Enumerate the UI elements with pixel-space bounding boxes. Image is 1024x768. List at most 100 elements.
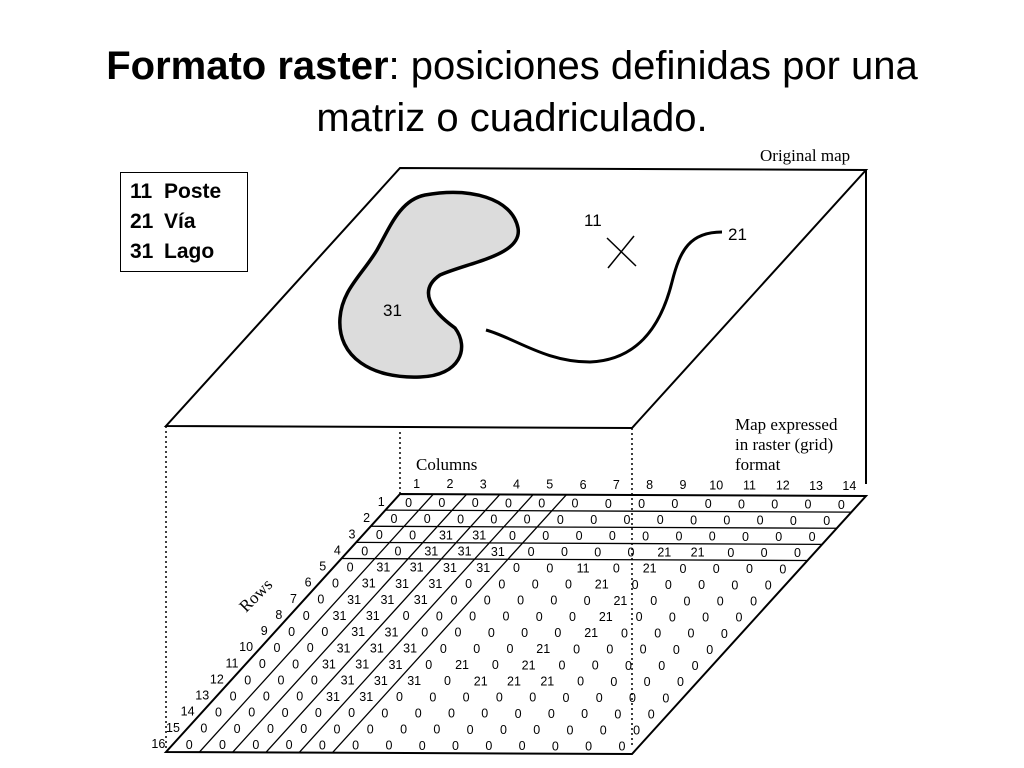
grid-cell-value: 0 bbox=[838, 498, 845, 512]
grid-cell-value: 0 bbox=[581, 707, 588, 721]
grid-cell-value: 0 bbox=[673, 643, 680, 657]
grid-cell-value: 0 bbox=[400, 723, 407, 737]
grid-cell-value: 0 bbox=[396, 690, 403, 704]
row-number: 16 bbox=[151, 737, 165, 751]
grid-cell-value: 0 bbox=[286, 738, 293, 752]
grid-cell-value: 0 bbox=[444, 674, 451, 688]
row-number: 9 bbox=[261, 624, 268, 638]
grid-cell-value: 0 bbox=[485, 739, 492, 753]
grid-cell-value: 21 bbox=[455, 658, 469, 672]
grid-cell-value: 0 bbox=[348, 706, 355, 720]
grid-cell-value: 0 bbox=[472, 496, 479, 510]
grid-cell-value: 31 bbox=[359, 690, 373, 704]
grid-cell-value: 0 bbox=[590, 513, 597, 527]
grid-cell-value: 0 bbox=[662, 691, 669, 705]
legend-code: 11 bbox=[130, 180, 153, 203]
grid-cell-value: 0 bbox=[200, 722, 207, 736]
grid-cell-value: 0 bbox=[717, 594, 724, 608]
grid-cell-value: 0 bbox=[296, 690, 303, 704]
grid-cell-value: 0 bbox=[415, 706, 422, 720]
grid-cell-value: 21 bbox=[657, 546, 671, 560]
grid-cell-value: 0 bbox=[321, 625, 328, 639]
grid-cell-value: 0 bbox=[300, 722, 307, 736]
grid-cell-value: 0 bbox=[473, 642, 480, 656]
column-gridline bbox=[232, 493, 468, 753]
grid-cell-value: 0 bbox=[713, 562, 720, 576]
grid-cell-value: 31 bbox=[351, 625, 365, 639]
column-number: 7 bbox=[613, 478, 620, 492]
grid-cell-value: 0 bbox=[609, 529, 616, 543]
grid-cell-value: 11 bbox=[577, 561, 590, 575]
grid-cell-value: 0 bbox=[259, 657, 266, 671]
grid-cell-value: 0 bbox=[731, 578, 738, 592]
grid-cell-value: 0 bbox=[721, 627, 728, 641]
grid-cell-value: 0 bbox=[524, 513, 531, 527]
grid-cell-value: 0 bbox=[496, 691, 503, 705]
row-number: 12 bbox=[210, 672, 224, 686]
grid-cell-value: 21 bbox=[522, 658, 536, 672]
grid-cell-value: 0 bbox=[671, 497, 678, 511]
grid-cell-value: 0 bbox=[642, 529, 649, 543]
grid-cell-value: 0 bbox=[452, 739, 459, 753]
column-number: 13 bbox=[809, 479, 823, 493]
grid-cell-value: 0 bbox=[658, 659, 665, 673]
grid-cell-value: 0 bbox=[529, 691, 536, 705]
grid-cell-value: 31 bbox=[491, 545, 505, 559]
grid-cell-value: 0 bbox=[548, 707, 555, 721]
grid-cell-value: 31 bbox=[333, 609, 347, 623]
grid-cell-value: 0 bbox=[572, 497, 579, 511]
grid-cell-value: 0 bbox=[742, 530, 749, 544]
row-number: 11 bbox=[225, 656, 238, 670]
column-gridline bbox=[198, 493, 434, 753]
grid-cell-value: 0 bbox=[513, 561, 520, 575]
grid-cell-value: 0 bbox=[307, 641, 314, 655]
grid-cell-value: 0 bbox=[550, 594, 557, 608]
row-gridline bbox=[370, 525, 837, 529]
row-number: 13 bbox=[195, 689, 209, 703]
grid-cell-value: 0 bbox=[455, 626, 462, 640]
grid-cell-value: 0 bbox=[433, 723, 440, 737]
grid-cell-value: 21 bbox=[507, 674, 521, 688]
grid-cell-value: 21 bbox=[536, 642, 550, 656]
grid-cell-value: 31 bbox=[403, 642, 417, 656]
grid-cell-value: 0 bbox=[315, 706, 322, 720]
row-number: 2 bbox=[363, 511, 370, 525]
title-bold: Formato raster bbox=[106, 44, 389, 88]
original-map-label: Original map bbox=[760, 146, 850, 165]
grid-cell-value: 0 bbox=[438, 496, 445, 510]
road-line bbox=[485, 230, 723, 364]
column-number: 11 bbox=[743, 479, 756, 493]
grid-cell-value: 0 bbox=[688, 627, 695, 641]
grid-cell-value: 0 bbox=[334, 722, 341, 736]
column-gridline bbox=[298, 494, 534, 754]
row-number: 7 bbox=[290, 592, 297, 606]
raster-label-line-2: in raster (grid) bbox=[735, 435, 833, 454]
grid-cell-value: 0 bbox=[292, 657, 299, 671]
grid-cell-value: 31 bbox=[407, 674, 421, 688]
grid-cell-value: 0 bbox=[273, 641, 280, 655]
grid-cell-value: 31 bbox=[376, 561, 390, 575]
pole-label: 11 bbox=[584, 211, 602, 230]
grid-cell-value: 0 bbox=[317, 593, 324, 607]
grid-cell-value: 0 bbox=[367, 722, 374, 736]
grid-cell-value: 0 bbox=[498, 577, 505, 591]
grid-cell-value: 0 bbox=[679, 562, 686, 576]
column-number: 2 bbox=[446, 477, 453, 491]
grid-cell-value: 31 bbox=[428, 577, 442, 591]
grid-cell-value: 31 bbox=[410, 561, 424, 575]
grid-cell-value: 0 bbox=[677, 675, 684, 689]
grid-cell-value: 0 bbox=[765, 578, 772, 592]
grid-cell-value: 31 bbox=[385, 625, 399, 639]
grid-cell-value: 0 bbox=[448, 707, 455, 721]
row-number: 5 bbox=[319, 560, 326, 574]
grid-cell-value: 0 bbox=[576, 529, 583, 543]
grid-cell-value: 0 bbox=[706, 643, 713, 657]
grid-cell-value: 0 bbox=[610, 675, 617, 689]
row-gridline bbox=[341, 557, 808, 562]
grid-cell-value: 0 bbox=[600, 723, 607, 737]
grid-cell-value: 0 bbox=[698, 578, 705, 592]
column-gridline bbox=[331, 494, 567, 754]
row-number: 1 bbox=[378, 495, 385, 509]
